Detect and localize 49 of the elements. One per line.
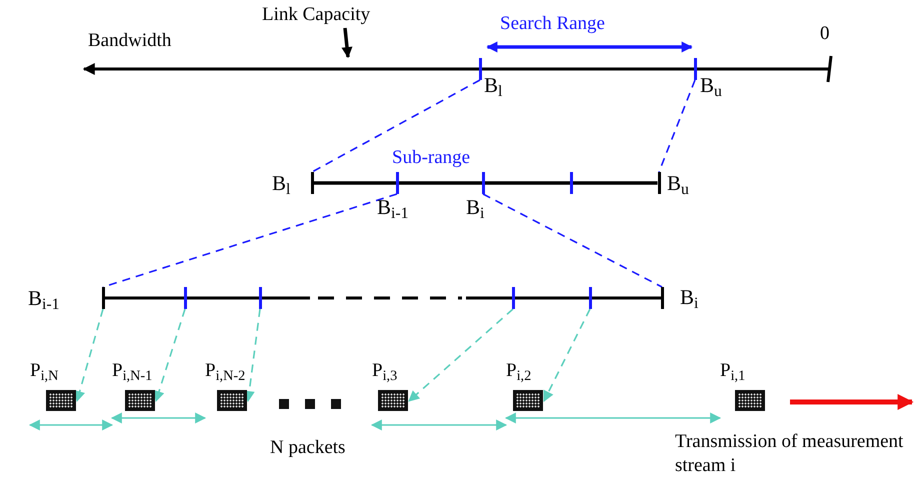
- tick-label: B$_{i}$: [466, 194, 484, 220]
- packet-label: P$_{i,1}$: [720, 359, 746, 384]
- count-label: N packets: [270, 436, 346, 460]
- tick-mark: [184, 287, 186, 309]
- packet-label: P$_{i,N-2}$: [205, 359, 246, 384]
- arrow: [342, 28, 352, 58]
- edge-label: Search Range: [500, 12, 605, 36]
- tick-mark: [658, 172, 660, 194]
- tick-label: B$_{i-1}$: [28, 285, 60, 311]
- projection-line: [658, 80, 696, 172]
- arrow: [28, 420, 114, 430]
- axis-annotation: Link Capacity: [262, 2, 370, 28]
- tick-mark: [570, 172, 572, 194]
- projection-line: [312, 79, 480, 173]
- arrow: [370, 420, 508, 430]
- tick-mark: [102, 287, 104, 309]
- tick-mark: [478, 58, 482, 80]
- tick-mark: [660, 287, 664, 309]
- arrow: [504, 412, 722, 424]
- projection-line: [482, 193, 662, 288]
- tick-label: B$_{l}$: [484, 72, 502, 98]
- tick-label: B$_{u}$: [667, 170, 689, 196]
- axis-value: 0: [820, 22, 830, 46]
- projection-line: [102, 193, 398, 288]
- range-label: Sub-range: [392, 146, 470, 170]
- tick-label: B$_{l}$: [272, 170, 290, 196]
- tick-mark: [588, 287, 592, 309]
- packet-label: P$_{i,2}$: [506, 359, 532, 384]
- range-line: [314, 181, 658, 185]
- caption-text: Transmission of measurement stream i: [675, 430, 904, 478]
- packet-label: P$_{i,N-1}$: [112, 359, 152, 384]
- arrow: [486, 42, 693, 52]
- tick-mark: [512, 287, 514, 309]
- arrow: [408, 308, 514, 402]
- arrow: [74, 308, 104, 402]
- packet-label: P$_{i,N}$: [30, 359, 58, 384]
- tick-label: B$_{u}$: [700, 72, 722, 98]
- tick-label: B$_{i}$: [680, 284, 698, 310]
- tick-mark: [396, 172, 398, 194]
- packet-label: P$_{i,3}$: [372, 359, 398, 384]
- arrow: [154, 308, 186, 402]
- arrow: [110, 412, 206, 424]
- axis-label: Bandwidth: [88, 29, 172, 53]
- tick-mark: [310, 172, 314, 194]
- tick-mark: [694, 58, 696, 80]
- arrow: [543, 308, 591, 402]
- tick-mark: [258, 287, 262, 309]
- tick-label: B$_{i-1}$: [377, 194, 409, 220]
- tick-mark: [482, 172, 484, 194]
